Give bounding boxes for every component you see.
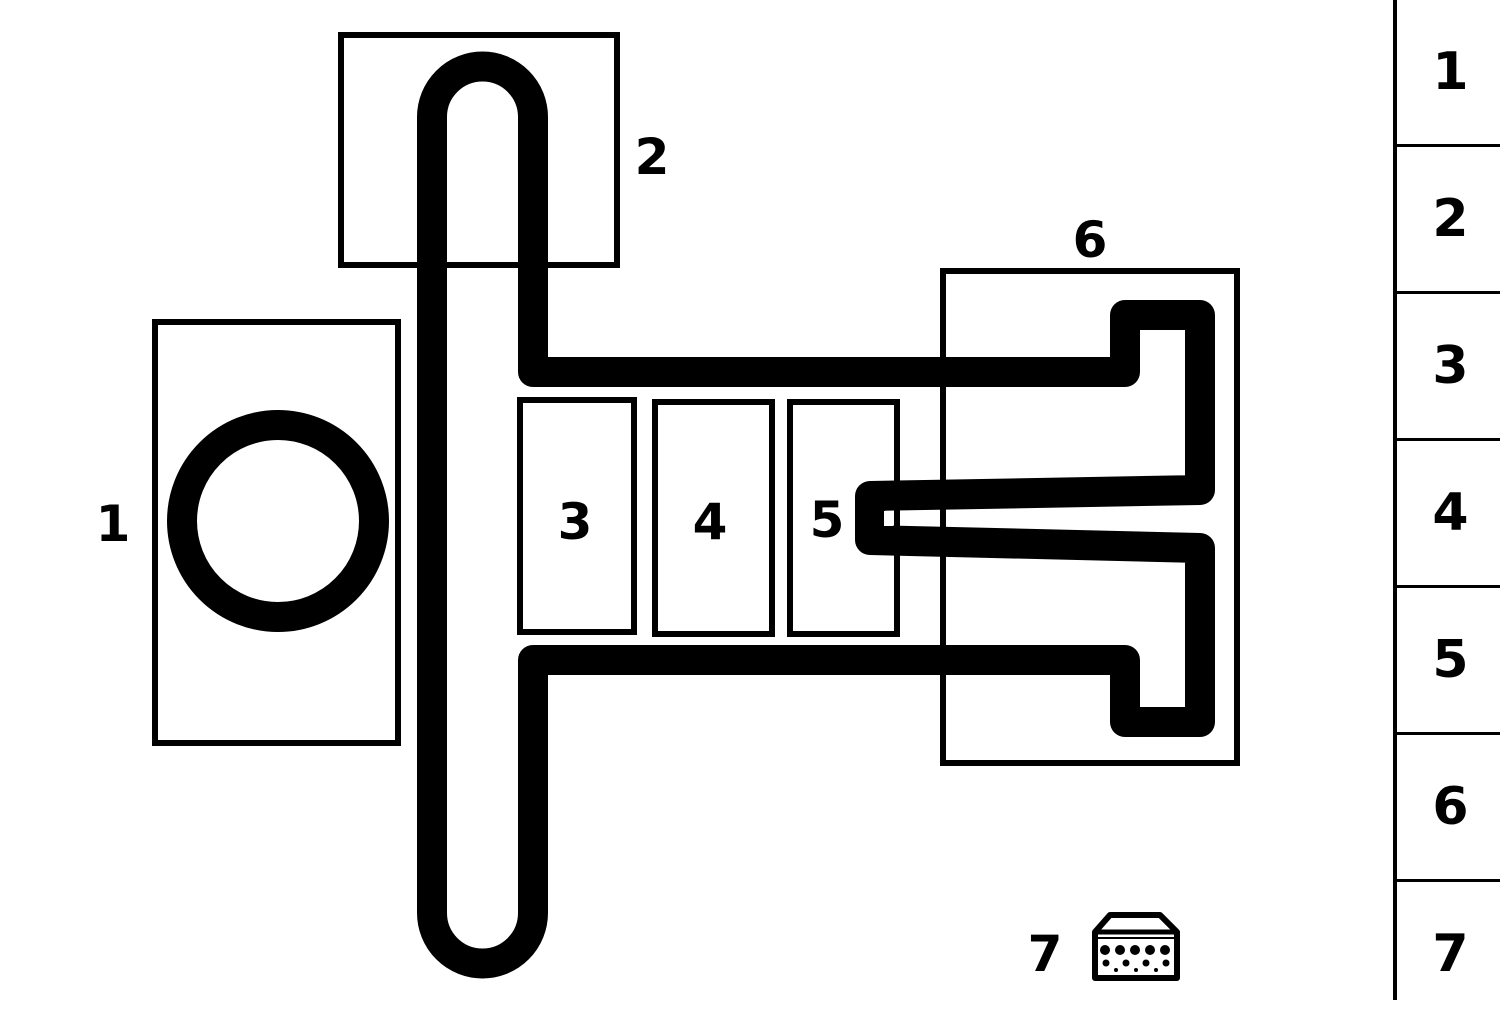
legend-item-7: 7 <box>1432 924 1469 984</box>
legend-item-1: 1 <box>1397 0 1500 147</box>
label-5: 5 <box>810 491 845 549</box>
legend-sidebar: 1 2 3 4 5 6 7 <box>1393 0 1500 1000</box>
label-1: 1 <box>96 495 131 553</box>
box-1 <box>152 319 401 746</box>
legend-item-3: 3 <box>1397 294 1500 441</box>
legend-item-6: 6 <box>1397 735 1500 882</box>
diagram: 1 2 3 4 5 6 7 <box>96 32 1240 983</box>
box-6 <box>940 268 1240 766</box>
tube-gap <box>884 511 893 526</box>
box-2 <box>338 32 620 268</box>
legend-item-2: 2 <box>1397 147 1500 294</box>
box-4 <box>652 399 775 637</box>
legend-item-4: 4 <box>1397 441 1500 588</box>
box-3 <box>517 397 637 635</box>
label-2: 2 <box>635 128 670 186</box>
storage-chest-icon <box>1092 912 1180 981</box>
label-3: 3 <box>558 493 593 551</box>
box-5 <box>787 399 900 637</box>
tube <box>417 51 1215 979</box>
legend-item-5: 5 <box>1397 588 1500 735</box>
label-6: 6 <box>1073 211 1108 269</box>
ring <box>167 410 389 632</box>
label-4: 4 <box>693 493 728 551</box>
label-7: 7 <box>1028 925 1063 983</box>
